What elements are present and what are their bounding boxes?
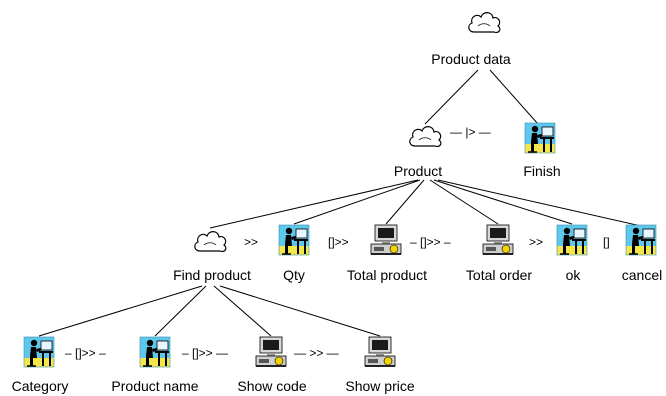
operator-product-name-show-code: – []>> — <box>182 346 229 360</box>
person-at-desk-icon <box>524 122 556 154</box>
operator-product-finish: — |> — <box>450 125 491 139</box>
tree-edge <box>38 285 203 337</box>
person-at-desk-icon <box>625 224 657 256</box>
tree-edge <box>213 285 272 337</box>
cloud-icon <box>194 231 227 253</box>
cloud-icon <box>468 12 501 34</box>
person-at-desk-icon <box>23 336 55 368</box>
node-label-finish: Finish <box>523 163 561 179</box>
tree-edge <box>424 69 479 125</box>
tree-edge <box>154 285 207 337</box>
node-label-product: Product <box>393 163 443 179</box>
node-label-category: Category <box>11 378 69 394</box>
tree-edge <box>433 179 573 225</box>
node-label-product-data: Product data <box>431 51 511 67</box>
tree-edge <box>489 69 539 125</box>
computer-icon <box>364 336 396 368</box>
tree-edge <box>219 285 381 337</box>
task-icons <box>23 12 657 368</box>
cloud-icon <box>409 126 442 148</box>
node-label-show-code: Show code <box>237 378 307 394</box>
tree-edge <box>429 179 499 225</box>
operator-total-order-ok: >> <box>529 235 544 249</box>
operator-find-qty: >> <box>244 235 259 249</box>
operator-ok-cancel: [] <box>603 235 610 249</box>
operator-category-product-name: – []>> – <box>65 346 106 360</box>
tree-edge <box>293 179 421 225</box>
node-label-product-name: Product name <box>111 378 199 394</box>
node-label-find-product: Find product <box>173 267 251 283</box>
person-at-desk-icon <box>556 224 588 256</box>
node-label-total-product: Total product <box>346 267 428 283</box>
node-label-cancel: cancel <box>621 267 663 283</box>
computer-icon <box>255 336 287 368</box>
person-at-desk-icon <box>278 224 310 256</box>
operator-qty-total-product: []>> <box>328 235 349 249</box>
node-label-ok: ok <box>565 267 581 283</box>
tree-edges <box>38 69 642 337</box>
person-at-desk-icon <box>139 336 171 368</box>
operator-total-product-total-order: – []>> – <box>410 235 451 249</box>
computer-icon <box>370 224 402 256</box>
tree-edge <box>385 179 425 225</box>
computer-icon <box>482 224 514 256</box>
operator-show-code-show-price: — >> — <box>294 346 339 360</box>
tree-edge <box>209 179 419 229</box>
node-label-qty: Qty <box>283 267 305 283</box>
node-label-total-order: Total order <box>465 267 533 283</box>
node-label-show-price: Show price <box>345 378 415 394</box>
tree-edge <box>437 179 642 227</box>
